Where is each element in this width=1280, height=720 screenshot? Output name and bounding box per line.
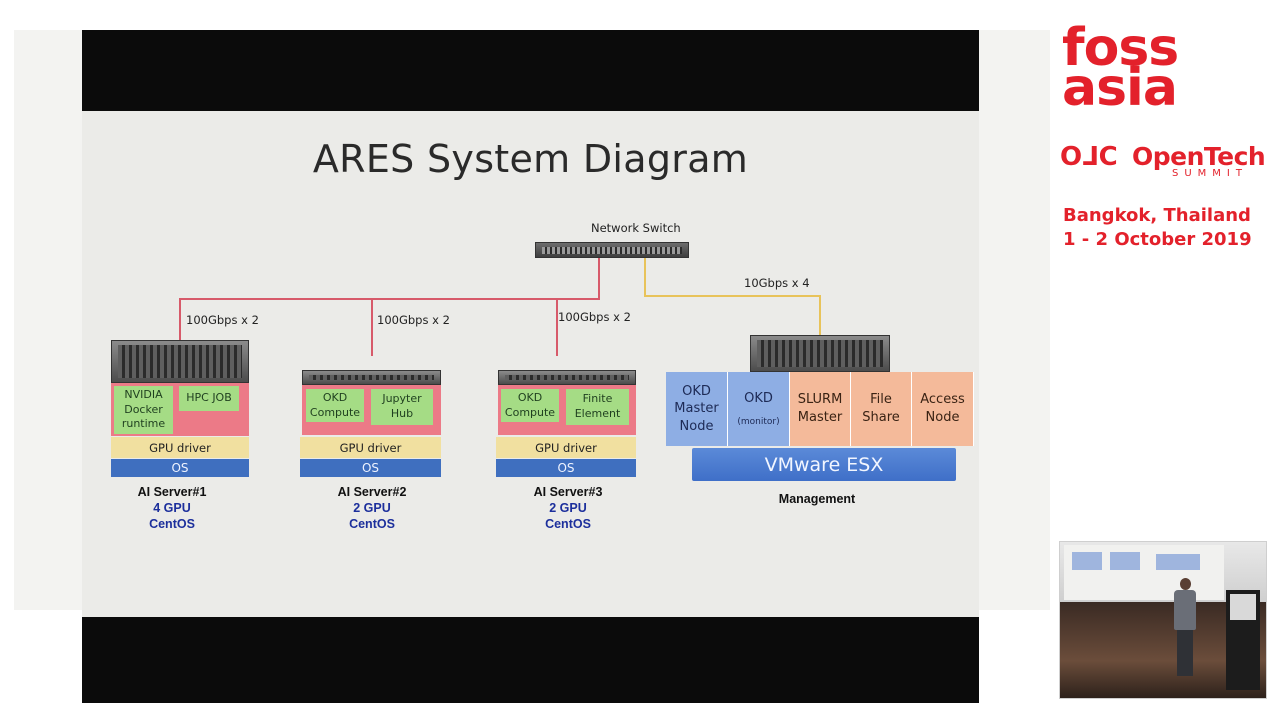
opentech-mark-icon: O⅃C [1060, 142, 1118, 172]
speaker-person-icon [1174, 578, 1196, 682]
server3-os: OS [496, 459, 636, 477]
vm-okd-monitor-label: OKD [744, 391, 773, 407]
management-label: Management [778, 492, 856, 506]
server2-os: OS [300, 459, 441, 477]
vm-access-node-label: Access Node [920, 392, 965, 425]
server1-name: AI Server#1 [137, 485, 207, 499]
server3-name: AI Server#3 [533, 485, 603, 499]
server1-gpu-driver: GPU driver [111, 437, 249, 458]
server1-os: OS [111, 459, 249, 477]
server2-caption: AI Server#2 2 GPU CentOS [304, 484, 440, 532]
mgmt-link-line-b [644, 295, 820, 297]
server3-gpu-count: 2 GPU [549, 501, 587, 515]
vm-slurm-master-label: SLURM Master [797, 392, 843, 425]
vm-file-share: File Share [851, 372, 912, 446]
network-switch-label: Network Switch [591, 221, 681, 235]
fossasia-logo-line2: asia [1062, 58, 1178, 118]
server2-gpu-count: 2 GPU [353, 501, 391, 515]
server2-gpu-driver: GPU driver [300, 437, 441, 458]
fossasia-logo: foss asia [1062, 18, 1272, 118]
management-link-label: 10Gbps x 4 [744, 276, 810, 290]
server2-name: AI Server#2 [337, 485, 407, 499]
server2-link-line [371, 298, 373, 356]
server2-app-1: OKD Compute [306, 389, 364, 422]
server1-gpu-count: 4 GPU [153, 501, 191, 515]
opentech-summit-logo: O⅃C OpenTech SUMMIT [1060, 142, 1272, 182]
network-switch-icon [535, 242, 689, 258]
server1-link-label: 100Gbps x 2 [186, 313, 259, 327]
server1-caption: AI Server#1 4 GPU CentOS [111, 484, 233, 532]
server2-distro: CentOS [349, 517, 395, 531]
opentech-summit-text: SUMMIT [1172, 168, 1248, 179]
vm-access-node: Access Node [912, 372, 974, 446]
slide-title: ARES System Diagram [312, 137, 749, 181]
server1-chassis-icon [111, 340, 249, 383]
server1-app-1: NVIDIA Docker runtime [114, 386, 173, 434]
server2-link-label: 100Gbps x 2 [377, 313, 450, 327]
server3-app-2: Finite Element [566, 389, 629, 425]
server1-distro: CentOS [149, 517, 195, 531]
server3-app-1: OKD Compute [501, 389, 559, 422]
server2-chassis-icon [302, 370, 441, 385]
vmware-esx-layer: VMware ESX [692, 448, 956, 481]
server2-app-2: Jupyter Hub [371, 389, 433, 425]
server3-distro: CentOS [545, 517, 591, 531]
vm-okd-monitor: OKD (monitor) [728, 372, 790, 446]
server1-link-line [179, 298, 181, 348]
management-caption: Management [752, 491, 882, 507]
management-chassis-icon [750, 335, 890, 372]
event-date: 1 - 2 October 2019 [1063, 229, 1252, 250]
server3-link-line [556, 298, 558, 356]
vm-slurm-master: SLURM Master [790, 372, 851, 446]
vm-okd-master-label: OKD Master Node [674, 383, 719, 434]
vm-file-share-label: File Share [862, 392, 900, 425]
vm-okd-master: OKD Master Node [666, 372, 728, 446]
server1-app-2: HPC JOB [179, 386, 239, 411]
speaker-camera-thumbnail [1059, 541, 1267, 699]
fossasia-logo-line1: foss [1062, 18, 1179, 78]
server3-caption: AI Server#3 2 GPU CentOS [500, 484, 636, 532]
mgmt-link-line-a [644, 258, 646, 296]
server-bus-line [179, 298, 600, 300]
event-location: Bangkok, Thailand [1063, 205, 1251, 226]
server3-gpu-driver: GPU driver [496, 437, 636, 458]
server3-chassis-icon [498, 370, 636, 385]
switch-uplink-line [598, 258, 600, 299]
vm-okd-monitor-sub: (monitor) [737, 416, 780, 427]
presentation-slide: ARES System Diagram Network Switch 100Gb… [82, 111, 979, 617]
opentech-text: OpenTech [1132, 142, 1266, 171]
server3-link-label: 100Gbps x 2 [558, 310, 631, 324]
mgmt-link-line-c [819, 295, 821, 335]
